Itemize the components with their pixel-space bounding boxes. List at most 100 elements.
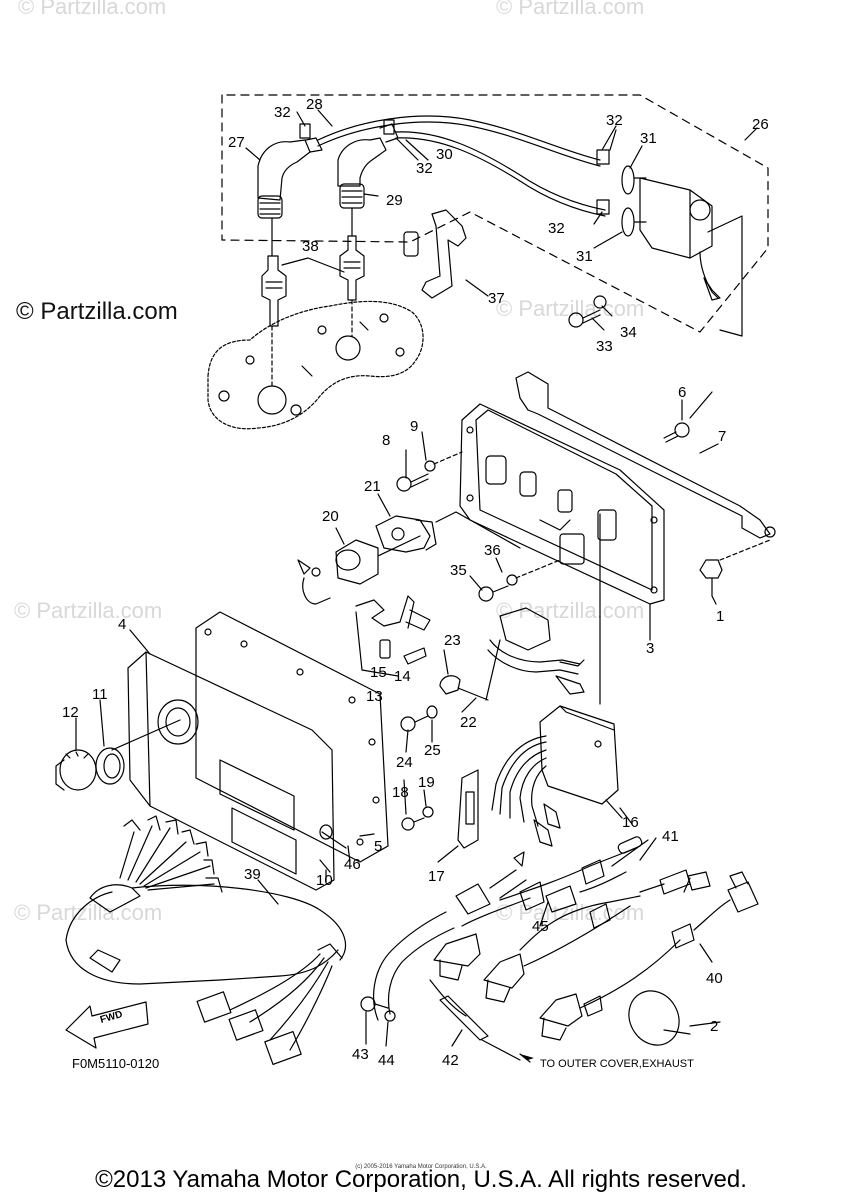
part-label-40[interactable]: 40 bbox=[706, 970, 723, 987]
connector-17 bbox=[457, 769, 479, 849]
part-label-42[interactable]: 42 bbox=[442, 1052, 459, 1069]
diagram-code: F0M5110-0120 bbox=[72, 1056, 160, 1071]
part-label-1[interactable]: 1 bbox=[716, 608, 725, 625]
washer-34 bbox=[593, 295, 607, 309]
fwd-arrow bbox=[65, 1001, 149, 1049]
grommet-31-a bbox=[621, 165, 635, 195]
washer-25 bbox=[426, 705, 438, 719]
part-label-34[interactable]: 34 bbox=[620, 324, 637, 341]
callout-note: TO OUTER COVER,EXHAUST bbox=[540, 1058, 694, 1070]
part-label-29[interactable]: 29 bbox=[386, 192, 403, 209]
watermark-top-left: © Partzilla.com bbox=[18, 0, 167, 19]
part-label-10[interactable]: 10 bbox=[316, 872, 333, 889]
part-label-12[interactable]: 12 bbox=[62, 704, 79, 721]
part-label-18[interactable]: 18 bbox=[392, 784, 409, 801]
part-label-27[interactable]: 27 bbox=[228, 134, 245, 151]
fwd-label: FWD bbox=[98, 1009, 124, 1026]
watermark-lower-right: © Partzilla.com bbox=[496, 598, 645, 623]
part-label-32d[interactable]: 32 bbox=[548, 220, 565, 237]
part-label-25[interactable]: 25 bbox=[424, 742, 441, 759]
bolt-35 bbox=[478, 585, 509, 602]
part-label-5[interactable]: 5 bbox=[374, 838, 383, 855]
fuse-holder-13 bbox=[355, 595, 431, 677]
part-label-24[interactable]: 24 bbox=[396, 754, 413, 771]
part-label-2[interactable]: 2 bbox=[710, 1018, 719, 1035]
ignition-coil bbox=[633, 177, 743, 337]
part-label-11[interactable]: 11 bbox=[92, 686, 108, 703]
harness-42 bbox=[373, 851, 527, 1061]
bolt-43 bbox=[360, 996, 389, 1012]
part-label-14[interactable]: 14 bbox=[394, 668, 411, 685]
part-label-30[interactable]: 30 bbox=[436, 146, 453, 163]
gasket-5 bbox=[195, 611, 389, 863]
part-label-31b[interactable]: 31 bbox=[576, 248, 593, 265]
washer-9 bbox=[424, 460, 436, 472]
part-label-13[interactable]: 13 bbox=[366, 688, 383, 705]
clamp-2 bbox=[628, 990, 691, 1046]
part-label-33[interactable]: 33 bbox=[596, 338, 613, 355]
part-label-32c[interactable]: 32 bbox=[606, 112, 623, 129]
footer-small-print: (c) 2005-2016 Yamaha Motor Corporation, … bbox=[355, 1164, 487, 1170]
bolt-8 bbox=[396, 473, 429, 492]
cable-45 bbox=[433, 871, 631, 1003]
part-label-32a[interactable]: 32 bbox=[274, 104, 291, 121]
bracket-7 bbox=[515, 371, 776, 539]
cable-41 bbox=[499, 836, 711, 951]
electrical-box-3 bbox=[459, 403, 665, 605]
watermark-bottom-left: © Partzilla.com bbox=[14, 900, 163, 925]
part-label-17[interactable]: 17 bbox=[428, 868, 445, 885]
bolt-18 bbox=[401, 817, 425, 831]
watermark-main: © Partzilla.com bbox=[16, 298, 178, 325]
relay-20 bbox=[297, 539, 379, 605]
part-label-28[interactable]: 28 bbox=[306, 96, 323, 113]
bolt-6 bbox=[663, 422, 690, 443]
wire-harness-39 bbox=[65, 815, 347, 1066]
part-label-16[interactable]: 16 bbox=[622, 814, 639, 831]
part-label-26[interactable]: 26 bbox=[752, 116, 769, 133]
part-label-45[interactable]: 45 bbox=[532, 918, 549, 935]
starter-switch-21 bbox=[375, 515, 437, 553]
part-label-21[interactable]: 21 bbox=[364, 478, 381, 495]
part-label-37[interactable]: 37 bbox=[488, 290, 505, 307]
ring-11 bbox=[95, 747, 125, 785]
cdi-unit-16 bbox=[491, 705, 619, 847]
part-label-20[interactable]: 20 bbox=[322, 508, 339, 525]
lead-28 bbox=[317, 115, 601, 161]
clamp-32-d bbox=[596, 199, 610, 215]
leader-26 bbox=[744, 127, 758, 141]
washer-44 bbox=[384, 1010, 396, 1022]
part-label-9[interactable]: 9 bbox=[410, 418, 419, 435]
footer-copyright: ©2013 Yamaha Motor Corporation, U.S.A. A… bbox=[95, 1166, 747, 1193]
part-label-6[interactable]: 6 bbox=[678, 384, 687, 401]
part-label-41[interactable]: 41 bbox=[662, 828, 679, 845]
washer-36 bbox=[506, 574, 518, 586]
part-label-8[interactable]: 8 bbox=[382, 432, 391, 449]
spark-plug-38-a bbox=[261, 255, 287, 327]
part-label-15[interactable]: 15 bbox=[370, 664, 387, 681]
part-label-38[interactable]: 38 bbox=[302, 238, 319, 255]
leader-38 bbox=[281, 257, 345, 273]
part-label-43[interactable]: 43 bbox=[352, 1046, 369, 1063]
part-label-46[interactable]: 46 bbox=[344, 856, 361, 873]
watermark-lower-left: © Partzilla.com bbox=[14, 598, 163, 623]
part-label-44[interactable]: 44 bbox=[378, 1052, 395, 1069]
part-label-23[interactable]: 23 bbox=[444, 632, 461, 649]
part-label-22[interactable]: 22 bbox=[460, 714, 477, 731]
part-label-4[interactable]: 4 bbox=[118, 616, 127, 633]
spark-plug-38-b bbox=[339, 235, 365, 301]
group-outline-26 bbox=[221, 94, 769, 333]
washer-19 bbox=[422, 806, 434, 818]
part-label-39[interactable]: 39 bbox=[244, 866, 261, 883]
part-label-19[interactable]: 19 bbox=[418, 774, 435, 791]
part-label-7[interactable]: 7 bbox=[718, 428, 727, 445]
part-label-31a[interactable]: 31 bbox=[640, 130, 657, 147]
part-label-3[interactable]: 3 bbox=[646, 640, 655, 657]
bolt-33 bbox=[568, 309, 601, 328]
part-label-32b[interactable]: 32 bbox=[416, 160, 433, 177]
clamp-32-a bbox=[299, 123, 311, 139]
part-label-35[interactable]: 35 bbox=[450, 562, 467, 579]
cylinder-head bbox=[207, 300, 424, 430]
part-label-36[interactable]: 36 bbox=[484, 542, 501, 559]
